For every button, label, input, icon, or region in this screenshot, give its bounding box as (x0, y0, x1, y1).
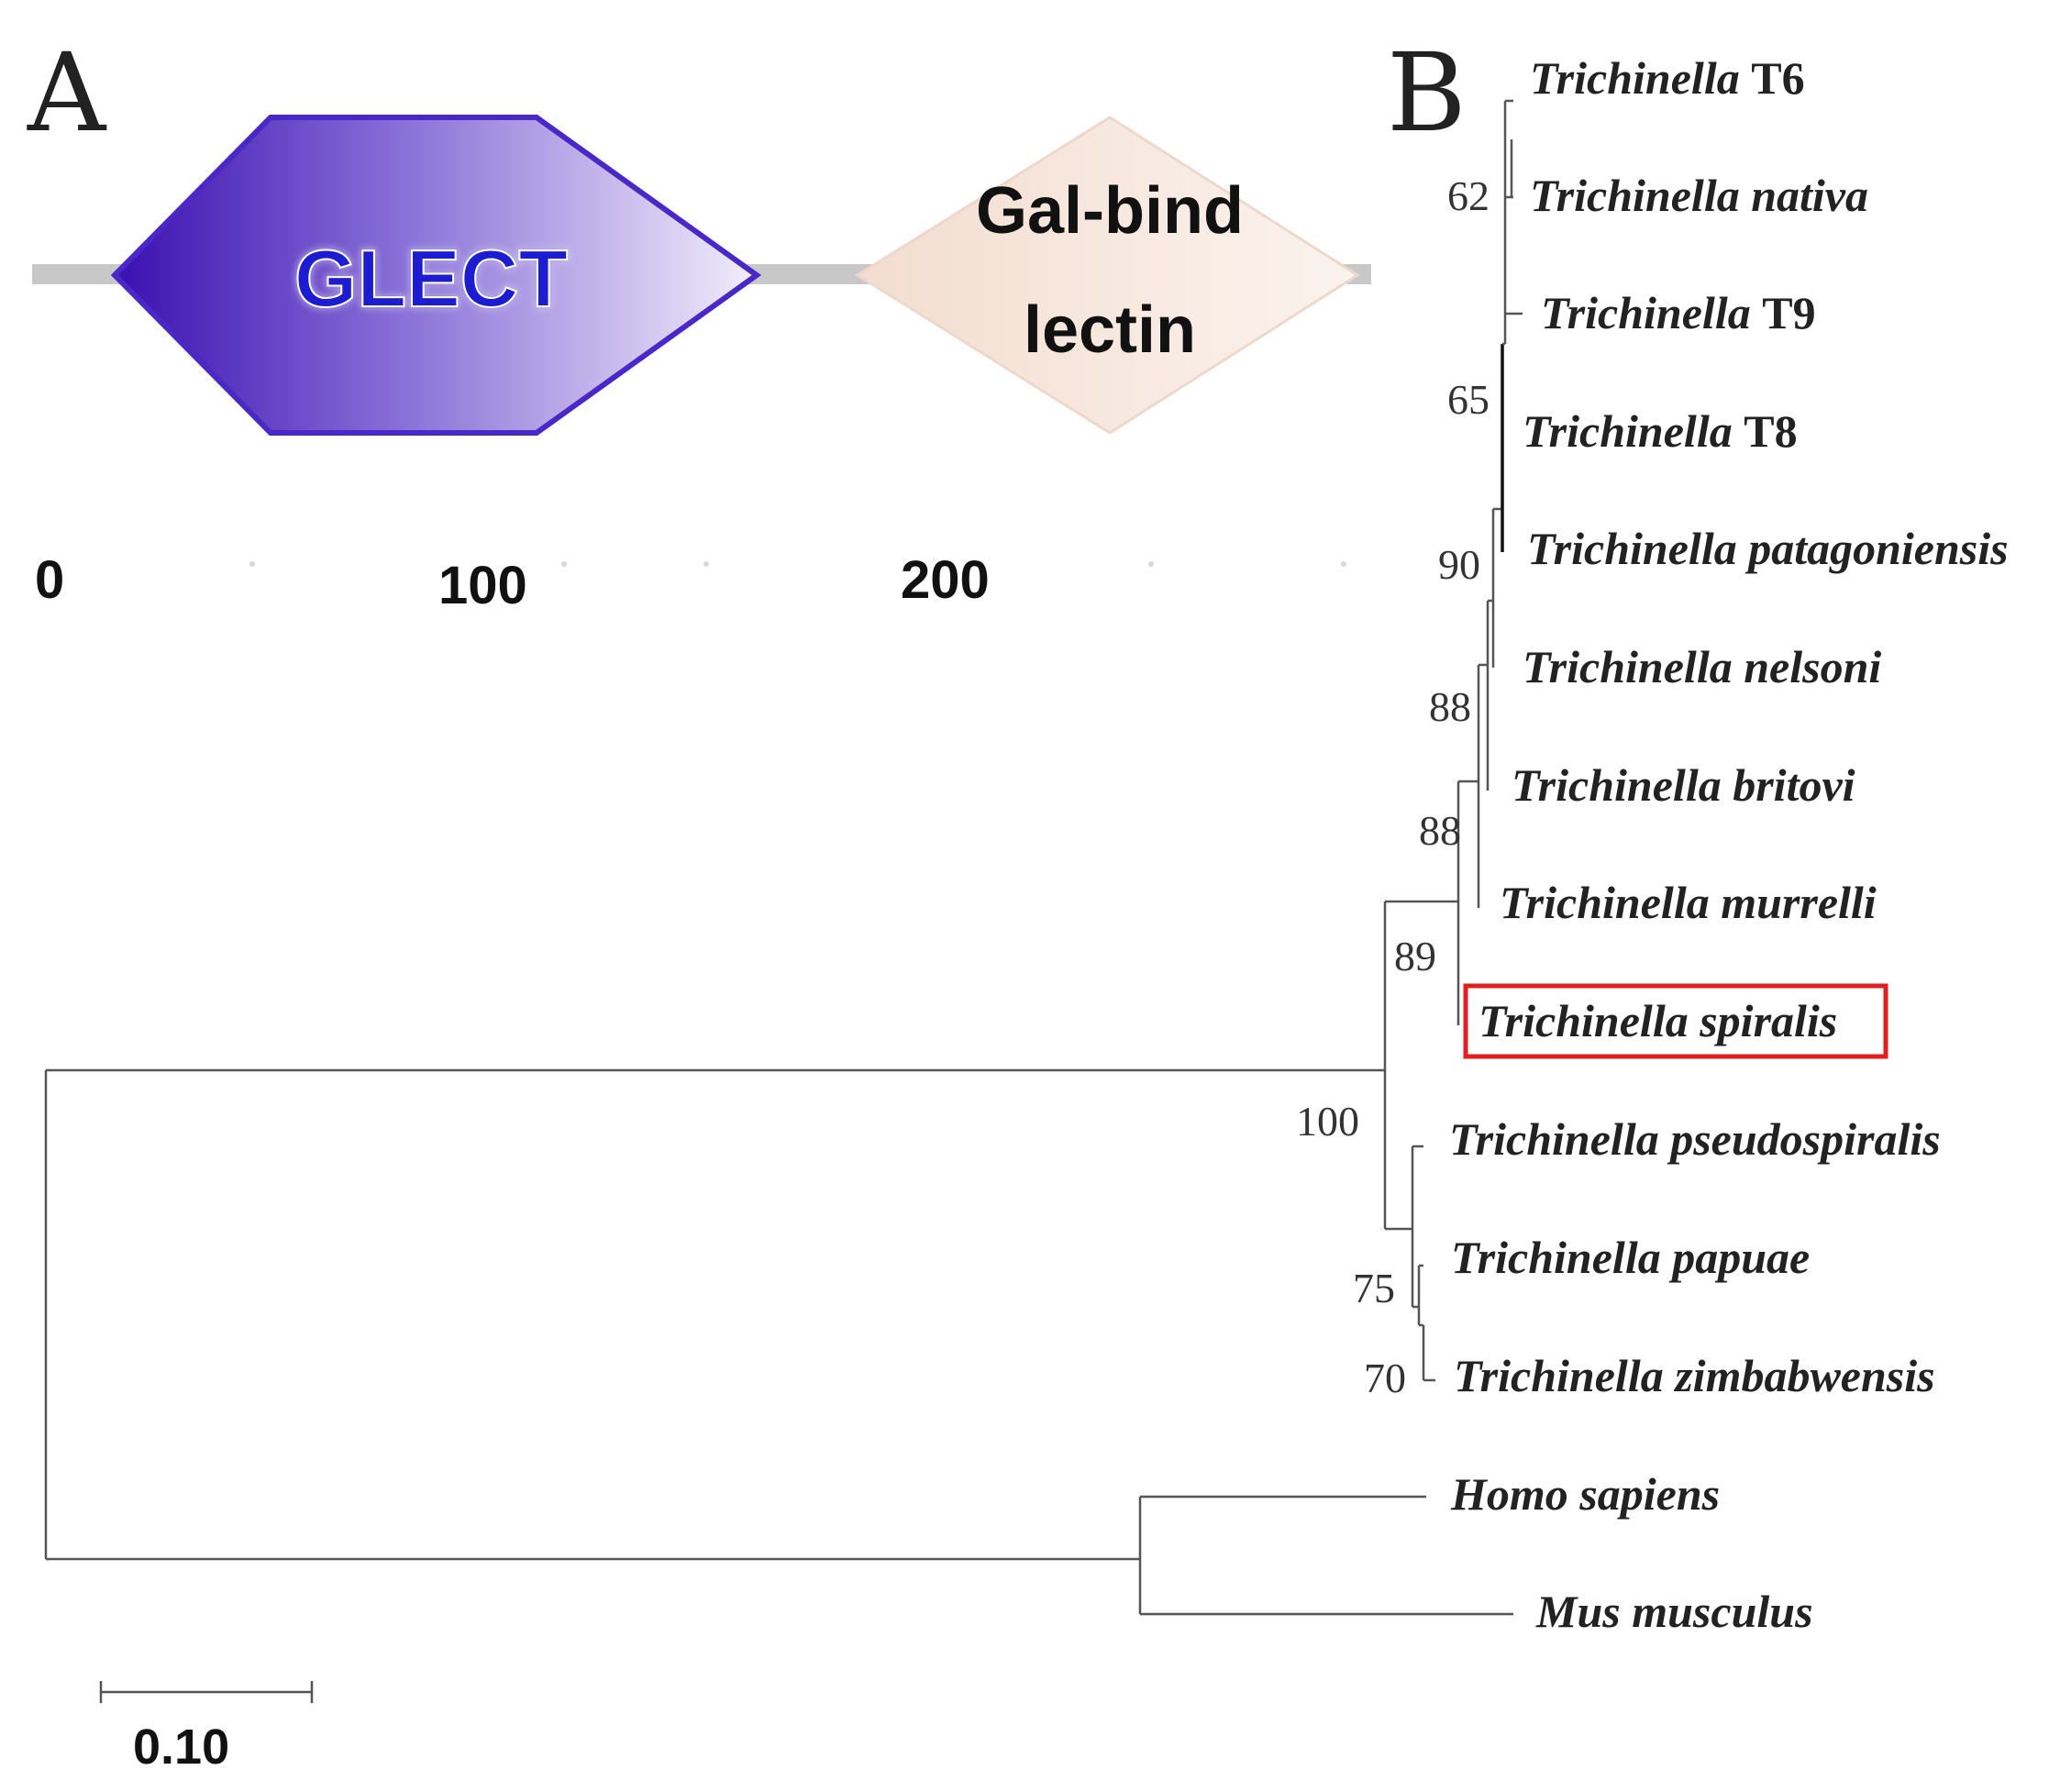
taxon-label: Trichinella pseudospiralis (1449, 1113, 1941, 1165)
support-value: 89 (1394, 933, 1436, 979)
support-value: 100 (1296, 1098, 1359, 1145)
taxon-label-highlighted: Trichinella spiralis (1479, 995, 1837, 1046)
taxon-label: Trichinella nelsoni (1523, 641, 1881, 692)
phylogenetic-tree (44, 99, 1523, 1616)
panel-b-letter: B (1387, 29, 1467, 156)
taxon-label: Trichinella zimbabwensis (1454, 1350, 1935, 1401)
panel-b: B (44, 29, 2009, 1775)
bootstrap-support-values: 62 65 90 88 88 89 100 75 70 (1296, 172, 1490, 1401)
gal-bind-lectin-label-line-1: Gal-bind (976, 174, 1244, 248)
taxon-labels: Trichinella T6 Trichinella nativa Trichi… (1449, 52, 2009, 1637)
taxon-label: Trichinella murrelli (1500, 877, 1877, 928)
gal-bind-lectin-domain-shape (855, 116, 1360, 435)
glect-domain-label: GLECT (294, 233, 568, 324)
gal-bind-lectin-label-line-2: lectin (1024, 293, 1196, 367)
support-value: 75 (1353, 1265, 1395, 1311)
taxon-label: Trichinella nativa (1530, 170, 1868, 221)
glect-domain-shape (110, 115, 762, 436)
panel-a-letter: A (27, 29, 107, 156)
panel-a: A GLECT Gal-bind lectin 0 100 200 (27, 29, 1371, 615)
axis-tick-label-100: 100 (438, 556, 527, 615)
support-value: 70 (1364, 1355, 1406, 1401)
taxon-label: Trichinella britovi (1512, 759, 1855, 811)
support-value: 88 (1419, 807, 1461, 854)
taxon-label: Trichinella T9 (1541, 287, 1816, 338)
support-value: 88 (1429, 683, 1471, 730)
taxon-label: Mus musculus (1535, 1586, 1813, 1637)
axis-dots (249, 561, 1346, 567)
taxon-label: Homo sapiens (1450, 1468, 1720, 1520)
taxon-label: Trichinella T6 (1530, 52, 1805, 104)
support-value: 62 (1447, 172, 1490, 219)
scale-bar: 0.10 (99, 1681, 314, 1775)
scale-bar-label: 0.10 (133, 1720, 229, 1775)
support-value: 90 (1438, 541, 1480, 588)
axis-tick-label-0: 0 (35, 550, 64, 610)
taxon-label: Trichinella patagoniensis (1527, 523, 2009, 574)
axis-tick-label-200: 200 (901, 550, 990, 610)
taxon-label: Trichinella T8 (1523, 405, 1798, 457)
support-value: 65 (1447, 376, 1490, 423)
taxon-label: Trichinella papuae (1451, 1232, 1810, 1283)
spiralis-highlight-box (1463, 983, 1888, 1059)
scale-bar-line (99, 1681, 314, 1703)
